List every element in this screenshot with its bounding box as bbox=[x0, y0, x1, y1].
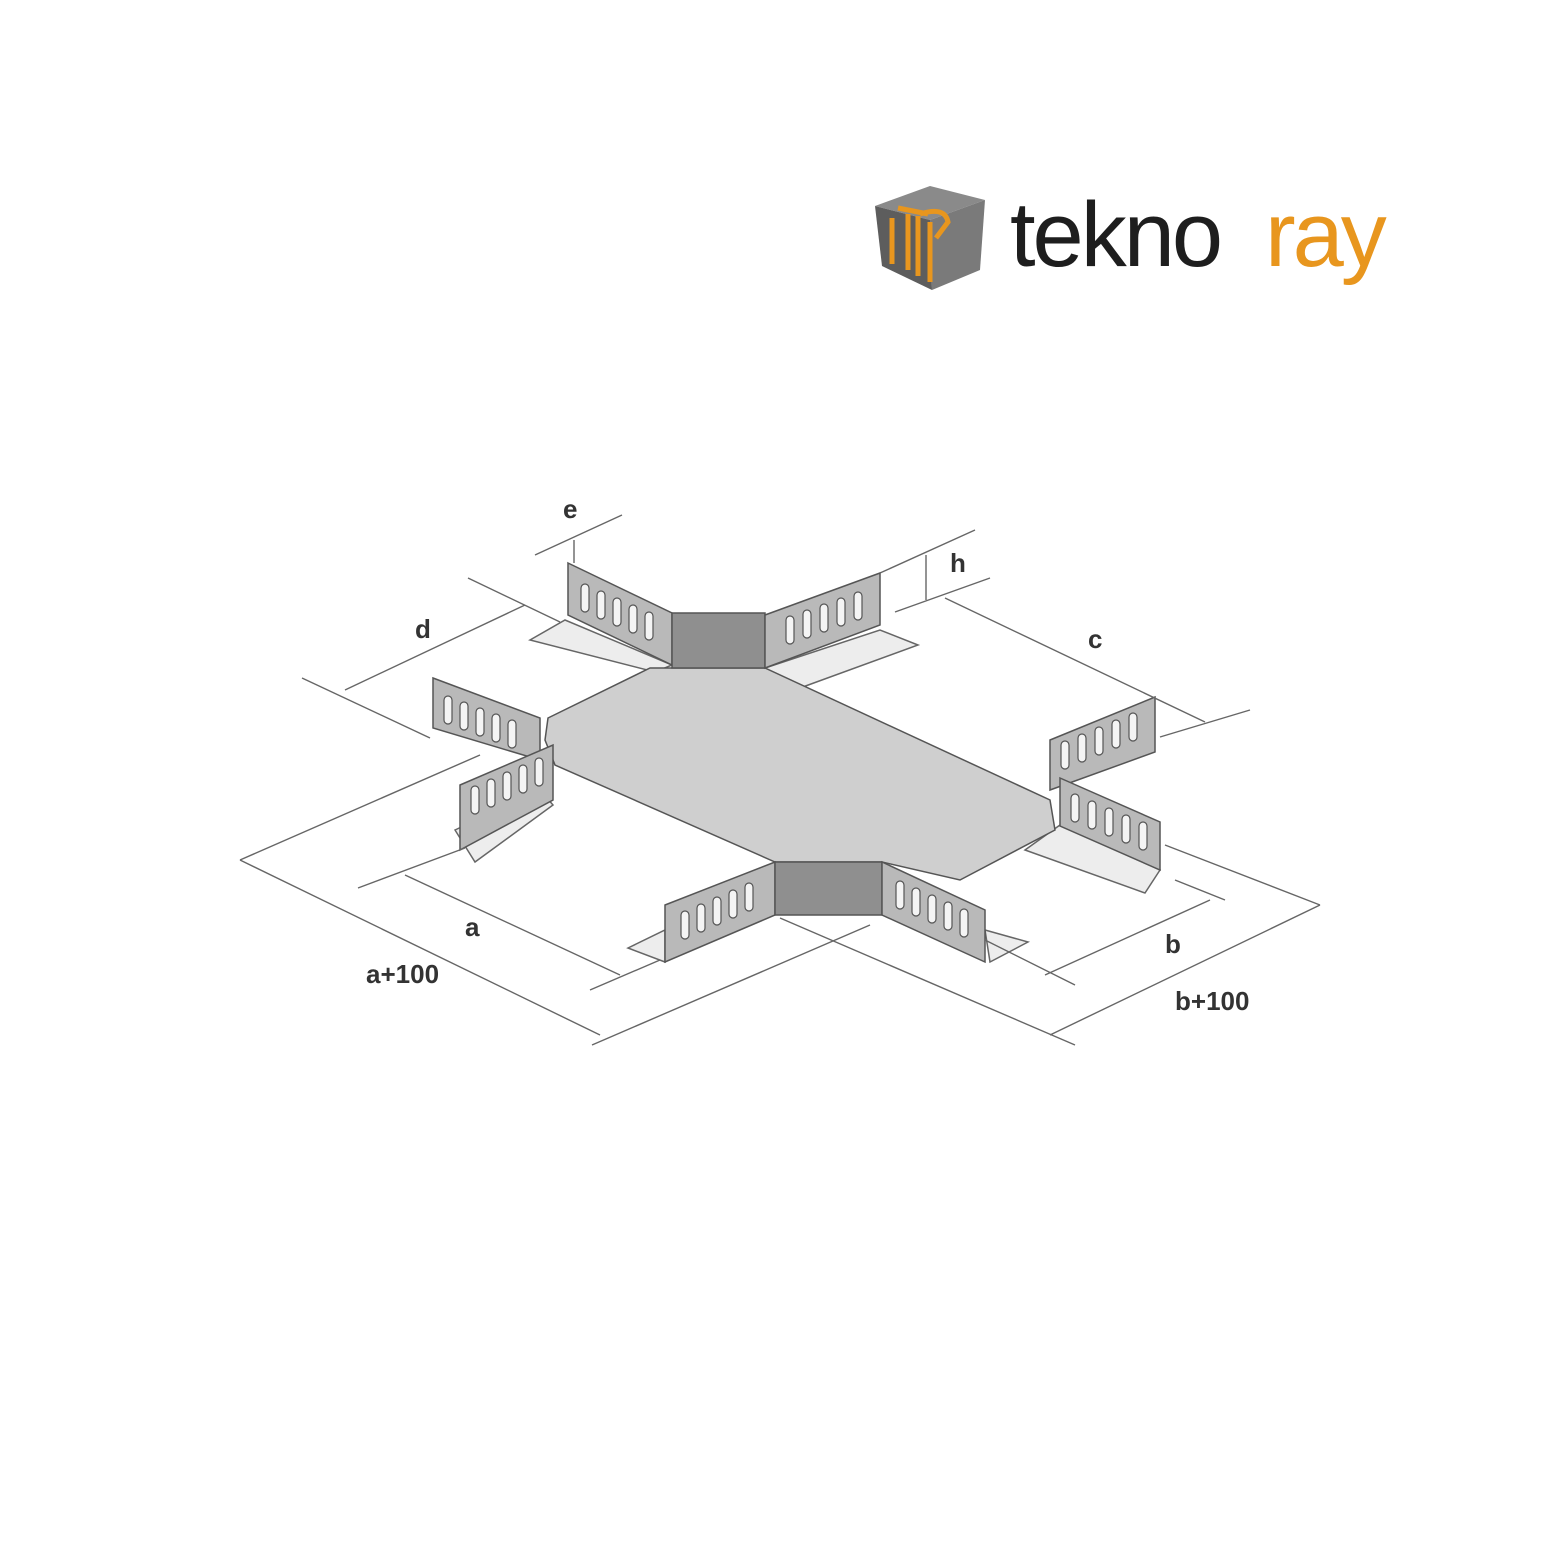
logo-text-ray: ray bbox=[1265, 184, 1387, 286]
slot-hole bbox=[580, 583, 590, 613]
dim-label-a-plus-100: a+100 bbox=[366, 959, 439, 989]
slot-hole bbox=[853, 591, 863, 621]
dim-label-b: b bbox=[1165, 929, 1181, 959]
slot-hole bbox=[836, 597, 846, 627]
wall-slots bbox=[443, 583, 1148, 940]
slot-hole bbox=[507, 719, 517, 749]
slot-hole bbox=[802, 609, 812, 639]
slot-hole bbox=[486, 778, 496, 808]
dim-label-e: e bbox=[563, 494, 577, 524]
slot-hole bbox=[518, 764, 528, 794]
dim-label-a: a bbox=[465, 912, 480, 942]
slot-hole bbox=[459, 701, 469, 731]
slot-hole bbox=[596, 590, 606, 620]
dim-label-c: c bbox=[1088, 624, 1102, 654]
slot-hole bbox=[470, 785, 480, 815]
slot-hole bbox=[628, 604, 638, 634]
tray-base-plate bbox=[544, 667, 1056, 881]
slot-hole bbox=[475, 707, 485, 737]
slot-hole bbox=[911, 887, 921, 917]
slot-hole bbox=[712, 896, 722, 926]
slot-hole bbox=[1121, 814, 1131, 844]
slot-hole bbox=[1060, 740, 1070, 770]
slot-hole bbox=[1138, 821, 1148, 851]
slot-hole bbox=[1104, 807, 1114, 837]
slot-hole bbox=[1070, 793, 1080, 823]
slot-hole bbox=[927, 894, 937, 924]
slot-hole bbox=[1094, 726, 1104, 756]
dimension-lines bbox=[239, 514, 1321, 1046]
dim-label-d: d bbox=[415, 614, 431, 644]
slot-hole bbox=[728, 889, 738, 919]
slot-hole bbox=[534, 757, 544, 787]
slot-hole bbox=[785, 615, 795, 645]
logo-text-tekno: tekno bbox=[1010, 184, 1220, 286]
slot-hole bbox=[744, 882, 754, 912]
slot-hole bbox=[959, 908, 969, 938]
slot-hole bbox=[680, 910, 690, 940]
slot-hole bbox=[943, 901, 953, 931]
slot-hole bbox=[491, 713, 501, 743]
slot-hole bbox=[644, 611, 654, 641]
dim-label-b-plus-100: b+100 bbox=[1175, 986, 1249, 1016]
slot-hole bbox=[895, 880, 905, 910]
slot-hole bbox=[819, 603, 829, 633]
logo-cube-icon bbox=[875, 186, 985, 290]
slot-hole bbox=[1128, 712, 1138, 742]
slot-hole bbox=[443, 695, 453, 725]
teknoray-logo: tekno ray bbox=[875, 184, 1390, 290]
slot-hole bbox=[1111, 719, 1121, 749]
slot-hole bbox=[1077, 733, 1087, 763]
slot-hole bbox=[612, 597, 622, 627]
slot-hole bbox=[502, 771, 512, 801]
slot-hole bbox=[696, 903, 706, 933]
slot-hole bbox=[1087, 800, 1097, 830]
dim-label-h: h bbox=[950, 548, 966, 578]
